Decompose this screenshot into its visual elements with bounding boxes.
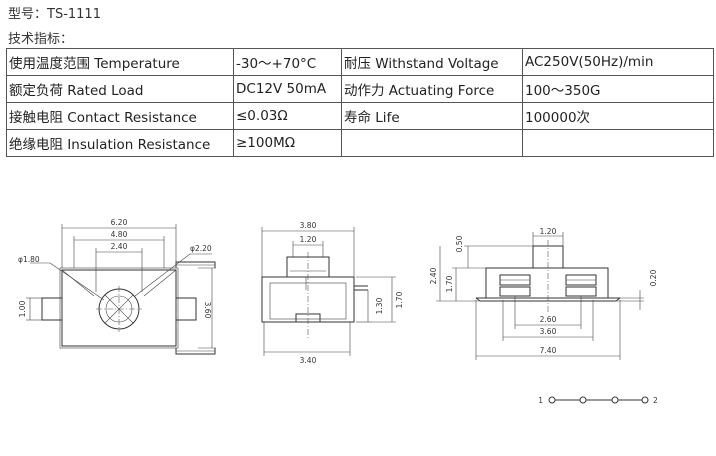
dim-2-40-front: 2.40 <box>429 267 438 284</box>
dim-7-40: 7.40 <box>540 346 557 355</box>
dim-1-70-front: 1.70 <box>445 275 454 292</box>
left-tab <box>41 297 63 321</box>
table-cell: 耐压 Withstand Voltage <box>341 48 523 76</box>
table-cell: AC250V(50Hz)/min <box>522 48 714 76</box>
dim-dia-1-80: φ1.80 <box>18 255 40 264</box>
table-cell <box>341 129 523 157</box>
table-cell: DC12V 50mA <box>233 75 342 103</box>
spec-table: 使用温度范围 Temperature -30～+70°C 耐压 Withstan… <box>6 48 714 157</box>
dim-dia-2-20: φ2.20 <box>190 244 212 253</box>
table-cell: ≥100MΩ <box>233 129 342 157</box>
table-row: 使用温度范围 Temperature -30～+70°C 耐压 Withstan… <box>6 48 714 76</box>
table-row: 绝缘电阻 Insulation Resistance ≥100MΩ <box>6 129 714 157</box>
table-cell: 使用温度范围 Temperature <box>6 48 234 76</box>
dim-2-40: 2.40 <box>111 242 128 251</box>
dim-3-40: 3.40 <box>300 356 317 365</box>
table-cell <box>522 129 714 157</box>
switch-schematic: 1 2 <box>538 396 658 405</box>
dim-0-50: 0.50 <box>455 235 464 252</box>
dim-0-20: 0.20 <box>649 269 658 286</box>
model-number: 型号：TS-1111 <box>8 7 101 22</box>
dim-3-80: 3.80 <box>300 221 317 230</box>
dim-2-60: 2.60 <box>540 315 557 324</box>
table-cell: ≤0.03Ω <box>233 102 342 130</box>
pin-1-label: 1 <box>538 396 543 405</box>
dim-1-30: 1.30 <box>375 297 384 314</box>
pin-2-label: 2 <box>653 396 658 405</box>
table-cell: 额定负荷 Rated Load <box>6 75 234 103</box>
front-body-outline <box>485 267 609 299</box>
table-cell: 接触电阻 Contact Resistance <box>6 102 234 130</box>
dim-6-20: 6.20 <box>111 218 128 227</box>
dim-1-20-side: 1.20 <box>300 235 317 244</box>
table-cell: 绝缘电阻 Insulation Resistance <box>6 129 234 157</box>
top-body-outer <box>59 267 179 349</box>
table-cell: 100～350G <box>522 75 714 103</box>
side-view: 3.80 1.20 3.40 1.30 1.70 <box>261 221 404 365</box>
dim-3-60-front: 3.60 <box>540 327 557 336</box>
table-cell: 动作力 Actuating Force <box>341 75 523 103</box>
dim-1-20-front: 1.20 <box>540 227 557 236</box>
dim-1-00: 1.00 <box>18 300 27 317</box>
dim-1-70-side: 1.70 <box>395 291 404 308</box>
right-tab <box>175 297 197 321</box>
tech-spec-label: 技术指标： <box>8 32 74 47</box>
dim-4-80: 4.80 <box>111 230 128 239</box>
top-view: 6.20 4.80 2.40 φ1.80 φ2.20 3.60 1.00 <box>18 218 216 355</box>
table-row: 额定负荷 Rated Load DC12V 50mA 动作力 Actuating… <box>6 75 714 103</box>
dim-3-60: 3.60 <box>203 302 212 319</box>
front-view: 1.20 2.60 3.60 7.40 0.50 2.40 1.70 0.20 <box>429 227 658 360</box>
